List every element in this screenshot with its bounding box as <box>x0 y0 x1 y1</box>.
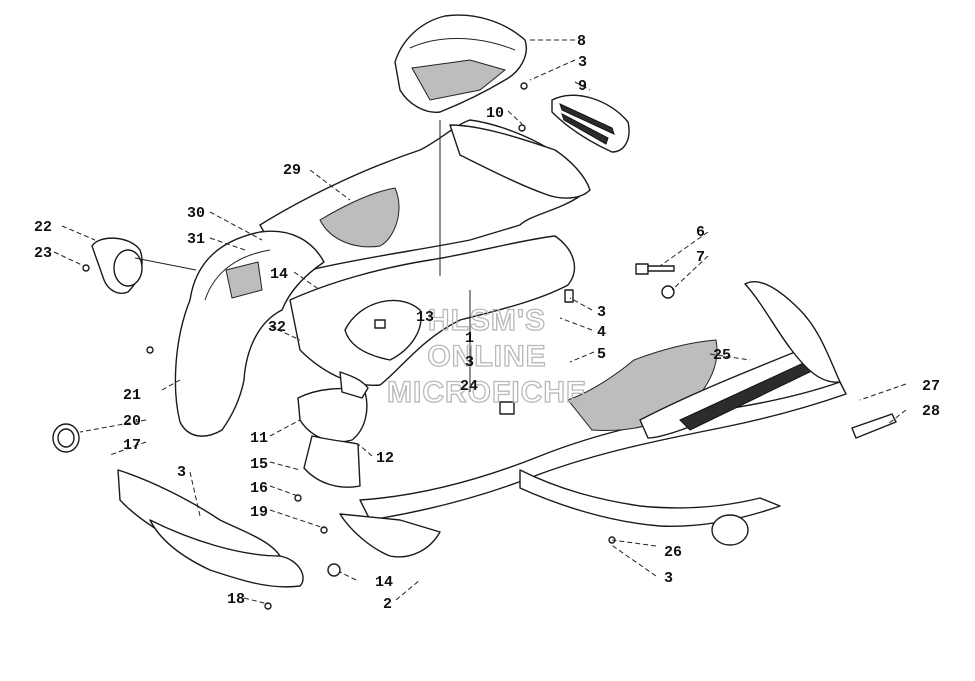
callout-28: 28 <box>922 403 940 420</box>
callout-29: 29 <box>283 162 301 179</box>
callout-22: 22 <box>34 219 52 236</box>
callout-3: 3 <box>597 304 606 321</box>
callout-10: 10 <box>486 105 504 122</box>
callout-19: 19 <box>250 504 268 521</box>
callout-7: 7 <box>696 249 705 266</box>
callout-5: 5 <box>597 346 606 363</box>
callout-25: 25 <box>713 347 731 364</box>
callout-21: 21 <box>123 387 141 404</box>
callout-9: 9 <box>578 78 587 95</box>
callout-26: 26 <box>664 544 682 561</box>
callout-23: 23 <box>34 245 52 262</box>
part-30-31-fender <box>174 230 325 437</box>
callout-6: 6 <box>696 224 705 241</box>
callout-16: 16 <box>250 480 268 497</box>
leader-lines <box>53 39 907 605</box>
callout-3: 3 <box>578 54 587 71</box>
callout-3: 3 <box>465 354 474 371</box>
callout-30: 30 <box>187 205 205 222</box>
part-22-light <box>91 237 143 294</box>
callout-18: 18 <box>227 591 245 608</box>
callout-15: 15 <box>250 456 268 473</box>
part-8-housing <box>394 14 527 113</box>
callout-3: 3 <box>664 570 673 587</box>
callout-11: 11 <box>250 430 268 447</box>
part-1-dash-plate <box>289 235 576 386</box>
part-29-hood-panel <box>259 119 591 271</box>
hardware-parts <box>82 82 616 610</box>
watermark: HLSM'S ONLINE MICROFICHE <box>386 303 587 409</box>
part-17-bumper <box>117 469 304 588</box>
callout-1: 1 <box>465 330 474 347</box>
watermark-line-1: HLSM'S <box>428 304 546 337</box>
callout-14: 14 <box>270 266 288 283</box>
callout-12: 12 <box>376 450 394 467</box>
callout-27: 27 <box>922 378 940 395</box>
part-6-7-bolt <box>635 263 675 299</box>
part-9-grille <box>551 94 630 153</box>
part-2-side-rail <box>339 381 847 558</box>
callout-labels: 8 3 9 10 29 30 31 22 23 14 6 7 3 13 4 1 … <box>34 33 940 613</box>
callout-31: 31 <box>187 231 205 248</box>
callout-24: 24 <box>460 378 478 395</box>
callout-8: 8 <box>577 33 586 50</box>
callout-3: 3 <box>177 464 186 481</box>
callout-4: 4 <box>597 324 606 341</box>
callout-32: 32 <box>268 319 286 336</box>
watermark-line-3: MICROFICHE <box>387 376 587 409</box>
callout-14: 14 <box>375 574 393 591</box>
part-26-cap <box>711 514 749 546</box>
part-25-running-board <box>639 281 841 439</box>
part-20-ring <box>52 423 80 453</box>
callout-2: 2 <box>383 596 392 613</box>
part-27-plate <box>851 413 897 439</box>
watermark-line-2: ONLINE <box>427 340 546 373</box>
part-11-12-15-bracket <box>297 371 369 488</box>
callout-13: 13 <box>416 309 434 326</box>
callout-17: 17 <box>123 437 141 454</box>
callout-20: 20 <box>123 413 141 430</box>
